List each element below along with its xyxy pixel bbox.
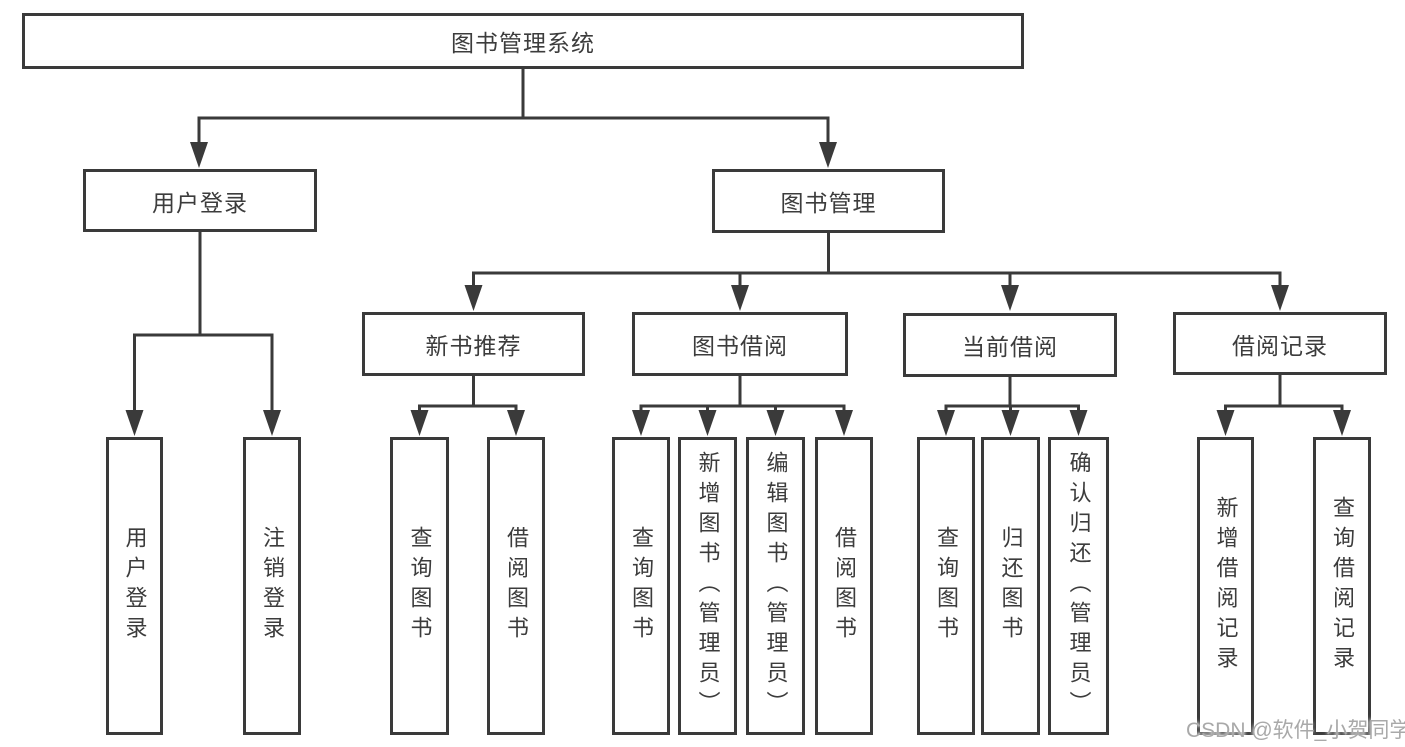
leaf-label: 确认归还（管理员） bbox=[1066, 451, 1092, 721]
arrowhead bbox=[819, 142, 837, 168]
arrowhead bbox=[1069, 410, 1088, 436]
connector-book-borrowing-children bbox=[632, 376, 853, 436]
leaf-label: 借阅图书 bbox=[832, 526, 857, 646]
leaf-label: 查询图书 bbox=[629, 526, 654, 646]
leaf-borrow-books-recommend: 借阅图书 bbox=[487, 437, 545, 735]
arrowhead bbox=[632, 410, 650, 436]
arrowhead bbox=[1216, 410, 1235, 436]
node-book-management: 图书管理 bbox=[712, 169, 945, 233]
csdn-watermark: CSDN @软件_小贺同学 bbox=[1186, 719, 1405, 742]
leaf-query-borrow-record: 查询借阅记录 bbox=[1313, 437, 1371, 735]
arrowhead bbox=[766, 410, 785, 436]
node-user-login: 用户登录 bbox=[83, 169, 317, 232]
arrowhead bbox=[731, 285, 749, 311]
leaf-label: 查询借阅记录 bbox=[1330, 496, 1355, 676]
arrowhead bbox=[1271, 285, 1289, 311]
leaf-label: 新增借阅记录 bbox=[1213, 496, 1239, 676]
connector-user-login-children bbox=[125, 232, 281, 436]
node-label: 图书管理系统 bbox=[451, 30, 595, 56]
leaf-add-borrow-record: 新增借阅记录 bbox=[1197, 437, 1254, 735]
arrowhead bbox=[464, 285, 483, 311]
leaf-borrow-books-borrowing: 借阅图书 bbox=[815, 437, 873, 735]
node-label: 图书借阅 bbox=[692, 333, 788, 359]
arrowhead bbox=[1001, 285, 1019, 311]
node-label: 借阅记录 bbox=[1232, 332, 1328, 359]
leaf-label: 新增图书（管理员） bbox=[695, 451, 721, 721]
leaf-label: 归还图书 bbox=[998, 526, 1024, 646]
arrowhead bbox=[835, 410, 853, 436]
node-label: 用户登录 bbox=[152, 189, 248, 216]
arrowhead bbox=[263, 410, 281, 436]
leaf-label: 查询图书 bbox=[407, 526, 433, 646]
leaf-user-login: 用户登录 bbox=[106, 437, 163, 735]
node-current-borrowing: 当前借阅 bbox=[903, 313, 1117, 377]
node-borrow-records: 借阅记录 bbox=[1173, 312, 1387, 375]
leaf-query-books-borrowing: 查询图书 bbox=[612, 437, 670, 735]
arrowhead bbox=[1333, 410, 1351, 436]
node-label: 当前借阅 bbox=[962, 334, 1058, 360]
connector-book-management-children bbox=[464, 233, 1289, 311]
leaf-query-books-recommend: 查询图书 bbox=[390, 437, 449, 735]
leaf-label: 借阅图书 bbox=[504, 526, 529, 646]
leaf-query-books-current: 查询图书 bbox=[917, 437, 975, 735]
connector-new-book-children bbox=[410, 376, 525, 436]
connector-current-borrowing-children bbox=[937, 377, 1088, 436]
leaf-label: 编辑图书（管理员） bbox=[763, 451, 789, 721]
node-label: 新书推荐 bbox=[425, 333, 522, 359]
arrowhead bbox=[937, 410, 955, 436]
node-book-borrowing: 图书借阅 bbox=[632, 312, 848, 376]
arrowhead bbox=[125, 410, 144, 436]
leaf-edit-books-admin: 编辑图书（管理员） bbox=[746, 437, 805, 735]
connector-borrow-records-children bbox=[1216, 375, 1351, 436]
arrowhead bbox=[698, 410, 717, 436]
node-label: 图书管理 bbox=[780, 190, 877, 216]
leaf-return-books: 归还图书 bbox=[981, 437, 1040, 735]
connector-root-to-level2 bbox=[190, 69, 837, 168]
leaf-label: 用户登录 bbox=[122, 526, 148, 646]
node-library-management-system: 图书管理系统 bbox=[22, 13, 1024, 69]
leaf-confirm-return-admin: 确认归还（管理员） bbox=[1048, 437, 1109, 735]
node-new-book-recommend: 新书推荐 bbox=[362, 312, 585, 376]
leaf-label: 注销登录 bbox=[260, 526, 285, 646]
arrowhead bbox=[190, 142, 208, 168]
leaf-add-books-admin: 新增图书（管理员） bbox=[678, 437, 737, 735]
arrowhead bbox=[1001, 410, 1020, 436]
arrowhead bbox=[507, 410, 525, 436]
leaf-label: 查询图书 bbox=[934, 526, 959, 646]
leaf-logout-login: 注销登录 bbox=[243, 437, 301, 735]
arrowhead bbox=[410, 410, 429, 436]
